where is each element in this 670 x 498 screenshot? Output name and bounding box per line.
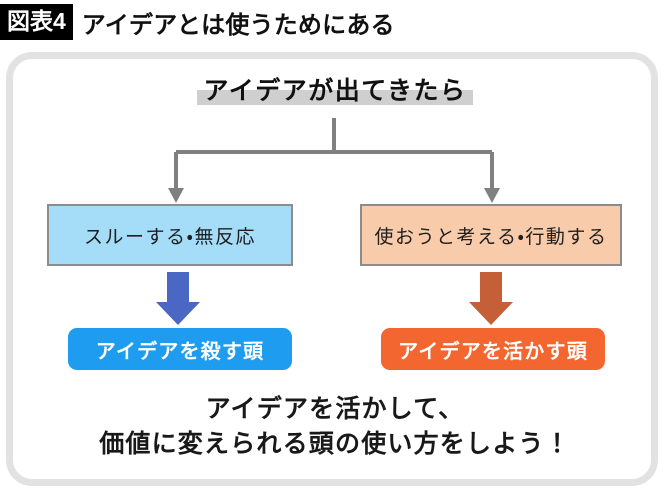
conclusion-line-1: アイデアを活かして、	[205, 395, 465, 423]
orange-down-arrow	[469, 272, 513, 325]
result-pill-kill-idea[interactable]: アイデアを殺す頭	[68, 328, 292, 370]
choice-box-ignore-label: スルーする・無反応	[84, 226, 256, 248]
choice-box-act-label: 使おうと考える・行動する	[374, 226, 608, 248]
choice-box-ignore[interactable]: スルーする・無反応	[47, 204, 293, 266]
flow-start-label: アイデアが出てきたら	[203, 77, 467, 105]
conclusion-text: アイデアを活かして、 価値に変えられる頭の使い方をしよう！	[0, 392, 670, 461]
flow-start-heading: アイデアが出てきたら	[0, 76, 670, 107]
result-pill-use-idea[interactable]: アイデアを活かす頭	[381, 328, 605, 370]
page-title: アイデアとは使うためにある	[81, 11, 395, 39]
connector-arrowhead-right	[484, 188, 500, 203]
flow-start-highlight: アイデアが出てきたら	[197, 76, 473, 107]
result-pill-use-idea-label: アイデアを活かす頭	[398, 340, 588, 363]
page-title-row: 図表4 アイデアとは使うためにある	[0, 4, 670, 40]
connector-arrowhead-left	[168, 188, 184, 203]
figure-number-badge: 図表4	[0, 4, 73, 40]
diagram-frame	[6, 52, 658, 486]
conclusion-line-2: 価値に変えられる頭の使い方をしよう！	[99, 429, 571, 458]
choice-box-act[interactable]: 使おうと考える・行動する	[360, 204, 622, 266]
blue-down-arrow	[156, 272, 200, 325]
result-pill-kill-idea-label: アイデアを殺す頭	[95, 340, 265, 363]
